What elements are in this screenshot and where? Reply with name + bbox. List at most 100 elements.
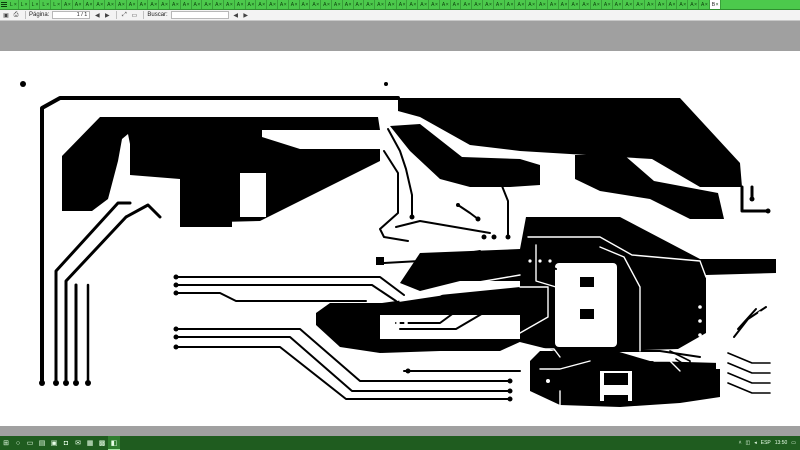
document-tab[interactable]: A× (246, 0, 257, 9)
close-tab-icon[interactable]: × (229, 1, 233, 8)
close-tab-icon[interactable]: × (57, 1, 60, 8)
document-tab[interactable]: A× (138, 0, 149, 9)
document-tab[interactable]: A× (94, 0, 106, 9)
document-tab[interactable]: A× (515, 0, 527, 9)
document-tab[interactable]: L× (8, 0, 19, 9)
close-tab-icon[interactable]: × (175, 1, 179, 8)
document-tab[interactable]: A× (559, 0, 570, 9)
document-tab[interactable]: A× (159, 0, 170, 9)
document-tab[interactable]: A× (105, 0, 116, 9)
network-icon[interactable]: ◫ (745, 440, 751, 446)
close-tab-icon[interactable]: × (650, 1, 654, 8)
close-tab-icon[interactable]: × (273, 1, 276, 8)
notifications-icon[interactable]: ▭ (791, 440, 796, 446)
start-icon[interactable]: ⊞ (3, 440, 9, 447)
close-tab-icon[interactable]: × (208, 1, 212, 8)
document-tab[interactable]: A× (300, 0, 311, 9)
close-tab-icon[interactable]: × (586, 1, 590, 8)
document-tab[interactable]: A× (645, 0, 656, 9)
close-tab-icon[interactable]: × (542, 1, 546, 8)
document-viewer[interactable] (0, 21, 800, 436)
document-tab[interactable]: A× (569, 0, 581, 9)
close-tab-icon[interactable]: × (294, 1, 298, 8)
close-tab-icon[interactable]: × (521, 1, 525, 8)
document-tab[interactable]: A× (84, 0, 95, 9)
zoom-width-icon[interactable]: ▭ (131, 12, 138, 19)
document-tab[interactable]: A× (580, 0, 592, 9)
document-tab[interactable]: A× (235, 0, 246, 9)
document-tab[interactable]: A× (224, 0, 235, 9)
document-tab[interactable]: A× (202, 0, 214, 9)
close-tab-icon[interactable]: × (186, 1, 190, 8)
close-tab-icon[interactable]: × (488, 1, 492, 8)
close-tab-icon[interactable]: × (618, 1, 622, 8)
document-tab[interactable]: A× (613, 0, 624, 9)
close-tab-icon[interactable]: × (640, 1, 644, 8)
close-tab-icon[interactable]: × (24, 1, 28, 8)
close-tab-icon[interactable]: × (575, 1, 579, 8)
close-tab-icon[interactable]: × (316, 1, 320, 8)
close-tab-icon[interactable]: × (715, 1, 719, 8)
close-tab-icon[interactable]: × (143, 1, 147, 8)
hamburger-menu-icon[interactable] (0, 0, 8, 9)
close-tab-icon[interactable]: × (197, 1, 201, 8)
close-tab-icon[interactable]: × (219, 1, 222, 8)
close-tab-icon[interactable]: × (251, 1, 255, 8)
document-tab[interactable]: A× (505, 0, 516, 9)
document-tab[interactable]: A× (310, 0, 322, 9)
document-tab[interactable]: A× (451, 0, 462, 9)
search-prev-icon[interactable]: ◀ (233, 12, 239, 19)
close-tab-icon[interactable]: × (499, 1, 503, 8)
document-tab[interactable]: A× (278, 0, 289, 9)
close-tab-icon[interactable]: × (434, 1, 438, 8)
document-tab[interactable]: A× (343, 0, 354, 9)
close-tab-icon[interactable]: × (240, 1, 244, 8)
document-tab[interactable]: A× (397, 0, 408, 9)
document-tab[interactable]: A× (267, 0, 278, 9)
close-tab-icon[interactable]: × (510, 1, 514, 8)
document-tab[interactable]: A× (375, 0, 386, 9)
document-tab[interactable]: A× (181, 0, 192, 9)
close-tab-icon[interactable]: × (596, 1, 600, 8)
close-tab-icon[interactable]: × (370, 1, 374, 8)
app-icon-7[interactable]: ▦ (86, 440, 94, 447)
close-tab-icon[interactable]: × (46, 1, 50, 8)
print-icon[interactable]: ⎙ (13, 11, 19, 18)
document-tab[interactable]: B× (709, 0, 721, 9)
document-tab[interactable]: A× (62, 0, 73, 9)
store-icon[interactable]: ▣ (50, 440, 58, 447)
document-tab[interactable]: L× (51, 0, 62, 9)
save-icon[interactable]: ▣ (3, 12, 9, 19)
document-tab[interactable]: A× (634, 0, 646, 9)
document-tab[interactable]: A× (591, 0, 602, 9)
search-input[interactable] (170, 11, 229, 19)
document-tab[interactable]: A× (213, 0, 224, 9)
document-tab[interactable]: A× (461, 0, 473, 9)
document-tab[interactable]: A× (418, 0, 430, 9)
mail-icon[interactable]: ✉ (75, 440, 81, 447)
document-tab[interactable]: A× (192, 0, 203, 9)
pdf-viewer-icon[interactable]: ◧ (108, 436, 120, 450)
close-tab-icon[interactable]: × (607, 1, 611, 8)
volume-icon[interactable]: ◂ (754, 440, 757, 446)
close-tab-icon[interactable]: × (467, 1, 471, 8)
document-tab[interactable]: A× (429, 0, 440, 9)
close-tab-icon[interactable]: × (154, 1, 158, 8)
close-tab-icon[interactable]: × (359, 1, 363, 8)
close-tab-icon[interactable]: × (283, 1, 287, 8)
document-tab[interactable]: L× (19, 0, 30, 9)
chevron-up-icon[interactable]: ˄ (738, 440, 742, 446)
file-explorer-icon[interactable]: ▤ (38, 440, 46, 447)
document-tab[interactable]: L× (40, 0, 52, 9)
document-tab[interactable]: A× (116, 0, 127, 9)
close-tab-icon[interactable]: × (683, 1, 687, 8)
document-tab[interactable]: A× (289, 0, 300, 9)
close-tab-icon[interactable]: × (305, 1, 309, 8)
document-tab[interactable]: A× (354, 0, 365, 9)
document-tab[interactable]: A× (494, 0, 505, 9)
page-down-icon[interactable]: ▶ (105, 12, 110, 19)
close-tab-icon[interactable]: × (337, 1, 341, 8)
document-tab[interactable]: A× (699, 0, 710, 9)
document-tab[interactable]: A× (73, 0, 84, 9)
close-tab-icon[interactable]: × (553, 1, 557, 8)
